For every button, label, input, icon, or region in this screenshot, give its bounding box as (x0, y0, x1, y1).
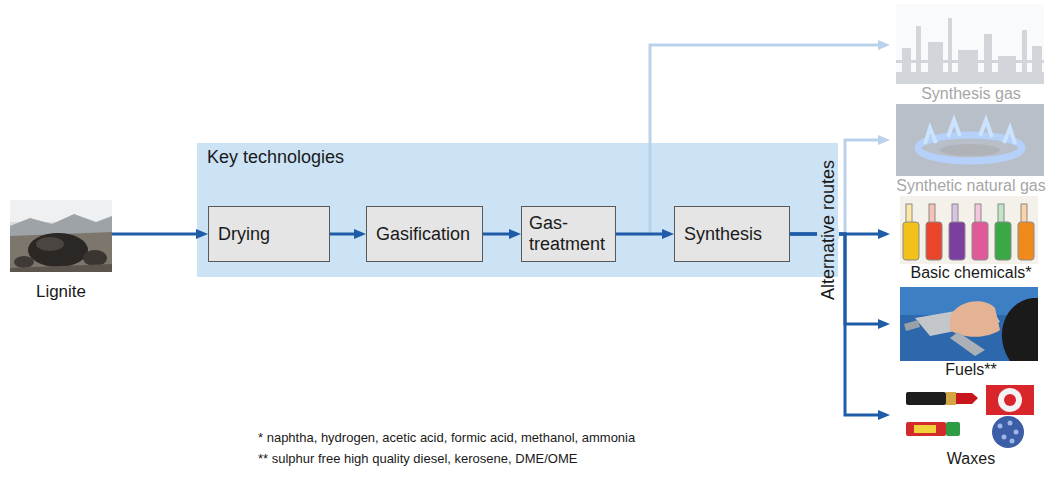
chemicals-picture (900, 196, 1038, 264)
lignite-photo (10, 200, 112, 222)
wax-products-picture (998, 424, 1003, 429)
footnote: * naphtha, hydrogen, acetic acid, formic… (258, 431, 635, 446)
fuel-nozzle-picture (1002, 298, 1038, 361)
wax-products-picture (1014, 430, 1019, 435)
refinery-picture (896, 60, 1044, 63)
lignite-photo (36, 237, 64, 251)
wax-products-picture (1004, 394, 1016, 406)
chemicals-picture (1021, 204, 1027, 224)
box-label: Synthesis (684, 224, 762, 245)
lignite-photo (10, 264, 112, 272)
lignite-photo (28, 233, 88, 267)
wax-products-picture (998, 388, 1022, 412)
technology-band: Key technologiesDrying Gasification Gas- t… (197, 143, 838, 277)
wax-products-picture (1002, 435, 1007, 440)
chemicals-picture (906, 204, 912, 224)
product-picture: Fuels** (890, 287, 1052, 379)
wax-products-picture (906, 392, 946, 405)
chemicals-picture (929, 204, 935, 224)
gas-flame-picture (940, 144, 1000, 156)
wax-products-picture (900, 382, 1038, 450)
wax-products-picture (1010, 439, 1015, 444)
wax-products-picture (914, 425, 936, 433)
refinery-picture (896, 4, 1044, 84)
wax-products-picture (906, 422, 946, 436)
refinery-picture (896, 72, 1044, 84)
wax-products-picture (986, 385, 1034, 415)
chemicals-picture (952, 204, 958, 224)
fuel-nozzle-picture (950, 301, 1000, 337)
box-label: Gas- treatment (529, 213, 608, 254)
wax-products-picture (946, 392, 956, 405)
lignite-photo (10, 200, 112, 272)
lignite-photo (10, 200, 112, 272)
lignite-photo (14, 256, 34, 268)
wax-products-picture (956, 393, 978, 404)
fuel-nozzle-picture (950, 332, 985, 356)
picture-caption: Synthetic natural gas (896, 177, 1045, 195)
picture-caption: Lignite (36, 282, 86, 302)
wax-products-picture (900, 382, 1038, 450)
lignite-picture: Lignite (10, 200, 112, 302)
flow-arrow (330, 233, 362, 236)
fuel-nozzle-picture (900, 287, 1038, 361)
chemicals-picture (949, 222, 965, 260)
box-label: Drying (218, 224, 270, 245)
lignite-photo (83, 250, 107, 266)
process-box: Drying (208, 206, 330, 262)
product-picture: Synthetic natural gas (890, 104, 1052, 195)
process-box: Synthesis (674, 206, 790, 262)
product-picture: Waxes (890, 382, 1052, 468)
chemicals-picture (926, 222, 942, 260)
connector-group (112, 45, 886, 415)
process-box: Gasification (366, 206, 483, 262)
wax-products-picture (946, 422, 960, 436)
wax-products-picture (992, 416, 1024, 448)
flow-arrow (483, 233, 517, 236)
wax-products-picture (1008, 421, 1013, 426)
chemicals-picture (903, 222, 919, 260)
fuel-nozzle-picture (904, 320, 920, 331)
chemicals-picture (900, 196, 1038, 264)
process-box: Gas- treatment (521, 206, 616, 262)
wax-products-picture (998, 421, 1019, 444)
picture-caption: Fuels** (945, 361, 997, 379)
chemicals-picture (995, 222, 1011, 260)
chemicals-picture (975, 204, 981, 224)
refinery-picture (896, 18, 1044, 84)
picture-caption: Synthesis gas (921, 85, 1021, 103)
fuel-nozzle-picture (900, 287, 1038, 361)
refinery-picture (896, 4, 1044, 84)
product-picture: Basic chemicals* (890, 196, 1052, 282)
chemicals-picture (1018, 222, 1034, 260)
flow-arrow (616, 233, 670, 236)
gas-flame-picture (925, 120, 1015, 144)
gas-flame-picture (896, 104, 1044, 176)
picture-caption: Waxes (947, 450, 995, 468)
gas-flame-picture (896, 104, 1044, 176)
route-label: Alternative routes (818, 160, 839, 300)
chemicals-picture (972, 222, 988, 260)
box-label: Gasification (376, 224, 470, 245)
band-title: Key technologies (207, 147, 344, 168)
flow-arrow (112, 233, 204, 236)
footnote: ** sulphur free high quality diesel, ker… (258, 452, 577, 467)
chemicals-picture (998, 204, 1004, 224)
picture-caption: Basic chemicals* (911, 264, 1032, 282)
lignite-photo (10, 232, 112, 272)
product-picture: Synthesis gas (890, 2, 1052, 103)
chemicals-picture (903, 204, 1034, 260)
